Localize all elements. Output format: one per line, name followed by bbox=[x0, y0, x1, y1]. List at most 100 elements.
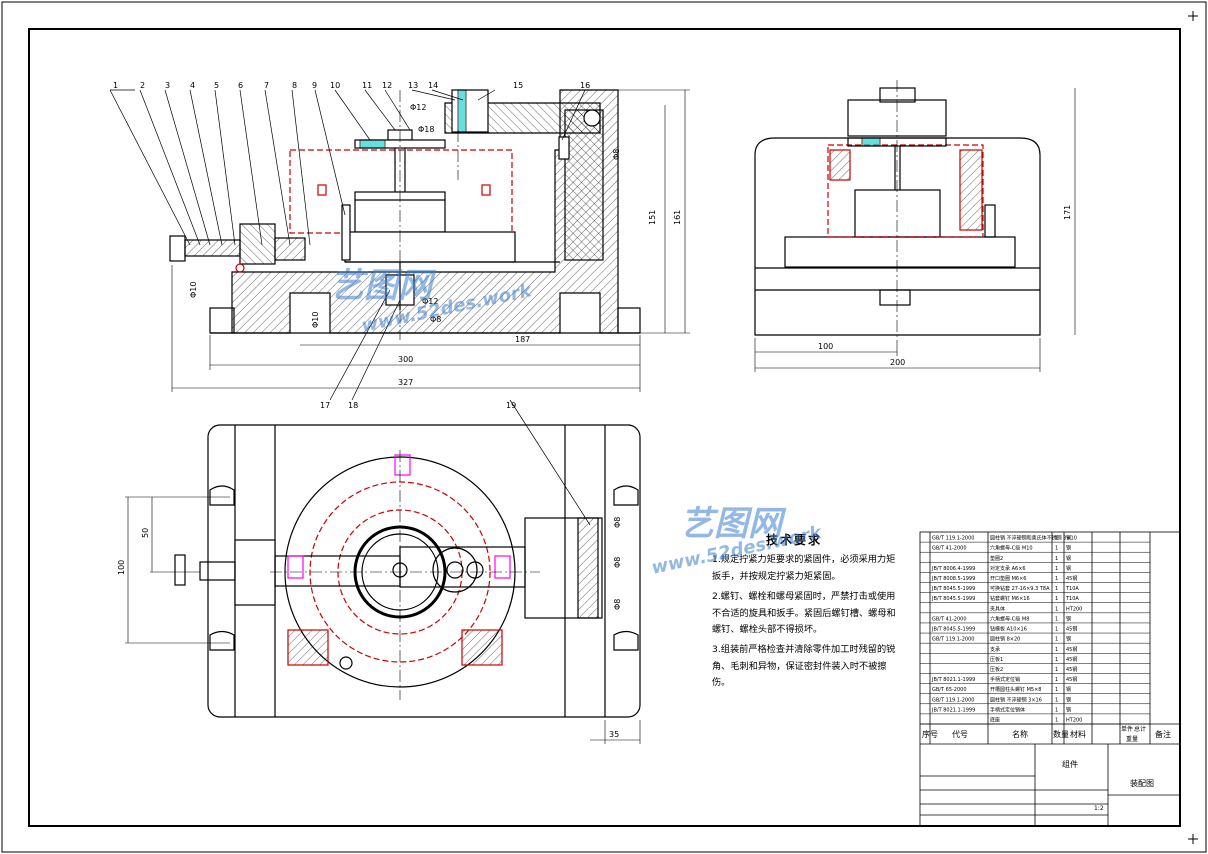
bom-cell-code: JB/T 8006.4-1999 bbox=[931, 566, 975, 572]
bom-cell-name: 钻套螺钉 M6×16 bbox=[990, 595, 1030, 602]
bom-cell-name: 圆柱销 不淬硬钢和奥氏体不锈钢 3×10 bbox=[990, 535, 1077, 542]
bom-cell-code: JB/T 8045.5-1999 bbox=[931, 627, 975, 633]
watermark-brand-1: 艺图网 bbox=[330, 266, 432, 306]
bom-cell-qty: 1 bbox=[1055, 606, 1058, 612]
bom-cell-code: JB/T 8021.1-1999 bbox=[931, 677, 975, 683]
dia-label-b: Φ18 bbox=[418, 125, 434, 134]
bom-cell-code: GB/T 119.1-2000 bbox=[932, 536, 974, 542]
bom-cell-mat: T10A bbox=[1065, 586, 1079, 592]
bom-cell-name: 钻模板 A10×16 bbox=[990, 626, 1027, 633]
side-view bbox=[754, 80, 1041, 340]
dim-151: 151 bbox=[648, 210, 657, 225]
bom-cell-qty: 1 bbox=[1055, 697, 1058, 703]
dia-label-a: Φ12 bbox=[410, 103, 426, 112]
balloon-leaders bbox=[109, 89, 591, 526]
balloon-16: 16 bbox=[580, 81, 590, 90]
balloon-8: 8 bbox=[292, 81, 297, 90]
bom-cell-mat: 45钢 bbox=[1066, 666, 1077, 673]
bom-header-remark: 备注 bbox=[1155, 729, 1171, 739]
bom-cell-code: JB/T 8008.5-1999 bbox=[931, 576, 975, 582]
bom-cell-code: GB/T 65-2000 bbox=[932, 687, 967, 693]
tech-req-title: 技术要求 bbox=[766, 533, 823, 547]
front-view bbox=[169, 89, 641, 340]
bom-cell-qty: 1 bbox=[1055, 556, 1058, 562]
title-block-group: 组件 bbox=[1062, 759, 1078, 769]
bom-header-single: 单件 bbox=[1121, 725, 1133, 733]
balloon-10: 10 bbox=[330, 81, 340, 90]
bom-cell-qty: 1 bbox=[1055, 627, 1058, 633]
top-dia-c: Φ8 bbox=[613, 599, 622, 610]
title-block-drawing: 装配图 bbox=[1130, 778, 1154, 788]
front-view-dimensions bbox=[171, 89, 690, 392]
bom-cell-mat: T10A bbox=[1065, 596, 1079, 602]
bom-cell-qty: 1 bbox=[1055, 546, 1058, 552]
bom-cell-mat: 钢 bbox=[1066, 555, 1071, 562]
bom-cell-qty: 1 bbox=[1055, 566, 1058, 572]
inner-border bbox=[28, 28, 1181, 827]
dia-label-e: Φ12 bbox=[422, 297, 438, 306]
bom-cell-qty: 1 bbox=[1055, 657, 1058, 663]
bom-cell-mat: 钢 bbox=[1066, 565, 1071, 572]
balloon-14: 14 bbox=[428, 81, 438, 90]
bom-cell-qty: 1 bbox=[1055, 637, 1058, 643]
top-view-dim-text: 100 50 35 Φ8 Φ8 Φ8 bbox=[117, 517, 622, 739]
bom-cell-qty: 1 bbox=[1055, 576, 1058, 582]
bom-cell-name: 夹具体 bbox=[990, 605, 1005, 612]
dim-50: 50 bbox=[141, 528, 150, 538]
bom-cell-qty: 1 bbox=[1055, 687, 1058, 693]
dim-187: 187 bbox=[515, 335, 530, 344]
bom-cell-name: 开口垫圈 M6×6 bbox=[990, 575, 1026, 582]
balloon-2: 2 bbox=[140, 81, 145, 90]
bom-cell-qty: 1 bbox=[1055, 596, 1058, 602]
bom-cell-code: GB/T 119.1-2000 bbox=[932, 637, 974, 643]
bom-cell-mat: 45钢 bbox=[1066, 646, 1077, 653]
bom-cell-qty: 1 bbox=[1055, 536, 1058, 542]
bom-cell-name: 压板1 bbox=[990, 656, 1003, 663]
front-view-dim-text: 300 327 187 151 161 Φ12 Φ18 Φ10 Φ8 Φ12 Φ… bbox=[189, 103, 682, 387]
balloon-4: 4 bbox=[190, 81, 195, 90]
bom-header-name: 名称 bbox=[1012, 729, 1028, 739]
bom-cell-mat: 45钢 bbox=[1066, 676, 1077, 683]
bom-header: 序号 代号 名称 数量 材料 单件 总计 重量 备注 组件 装配图 1:2 bbox=[922, 725, 1171, 812]
bom-cell-code: GB/T 41-2000 bbox=[932, 616, 967, 622]
watermark-brand-2: 艺图网 bbox=[680, 504, 782, 544]
bom-cell-mat: 45钢 bbox=[1066, 626, 1077, 633]
bom-header-seq: 序号 bbox=[922, 729, 938, 739]
balloon-13: 13 bbox=[408, 81, 418, 90]
bom-cell-name: 圆柱销 8×20 bbox=[990, 636, 1020, 643]
technical-requirements: 技术要求 1.规定拧紧力矩要求的紧固件，必须采用力矩扳手，并按规定拧紧力矩紧固。… bbox=[712, 532, 900, 696]
bom-cell-code: GB/T 41-2000 bbox=[932, 546, 967, 552]
bom-cell-name: 六角螺母-C级 M8 bbox=[990, 615, 1029, 622]
bom-cell-name: 底座 bbox=[990, 717, 1000, 724]
dim-100-top: 100 bbox=[117, 560, 126, 575]
title-block-scale: 1:2 bbox=[1094, 805, 1104, 812]
balloon-11: 11 bbox=[362, 81, 372, 90]
dim-200: 200 bbox=[890, 358, 905, 367]
bom-cell-name: 支承 bbox=[990, 646, 1000, 653]
balloon-5: 5 bbox=[214, 81, 219, 90]
bom-cell-name: 手柄式定位销 bbox=[990, 676, 1020, 683]
bom-cell-name: 可换钻套 27-16×9.3 T8A bbox=[990, 585, 1050, 592]
bom-cell-qty: 1 bbox=[1055, 586, 1058, 592]
top-dia-b: Φ8 bbox=[613, 557, 622, 568]
side-view-dim-text: 100 200 171 bbox=[818, 205, 1072, 367]
bom-cell-mat: 钢 bbox=[1066, 615, 1071, 622]
bom-cell-code: GB/T 119.1-2000 bbox=[932, 697, 974, 703]
top-view bbox=[174, 424, 641, 718]
bom-cell-qty: 1 bbox=[1055, 718, 1058, 724]
bom-cell-name: 手柄式定位销体 bbox=[990, 706, 1025, 713]
bom-cell-mat: HT200 bbox=[1066, 718, 1082, 724]
balloon-12: 12 bbox=[382, 81, 392, 90]
bom-cell-name: 压板2 bbox=[990, 666, 1003, 673]
dim-327: 327 bbox=[398, 378, 413, 387]
bom-header-total: 总计 bbox=[1134, 725, 1146, 733]
bom-cell-qty: 1 bbox=[1055, 677, 1058, 683]
bom-cell-qty: 1 bbox=[1055, 647, 1058, 653]
bom-cell-mat: 45钢 bbox=[1066, 656, 1077, 663]
balloon-18: 18 bbox=[348, 401, 358, 410]
dia-label-d: Φ8 bbox=[612, 149, 621, 160]
balloon-3: 3 bbox=[165, 81, 170, 90]
